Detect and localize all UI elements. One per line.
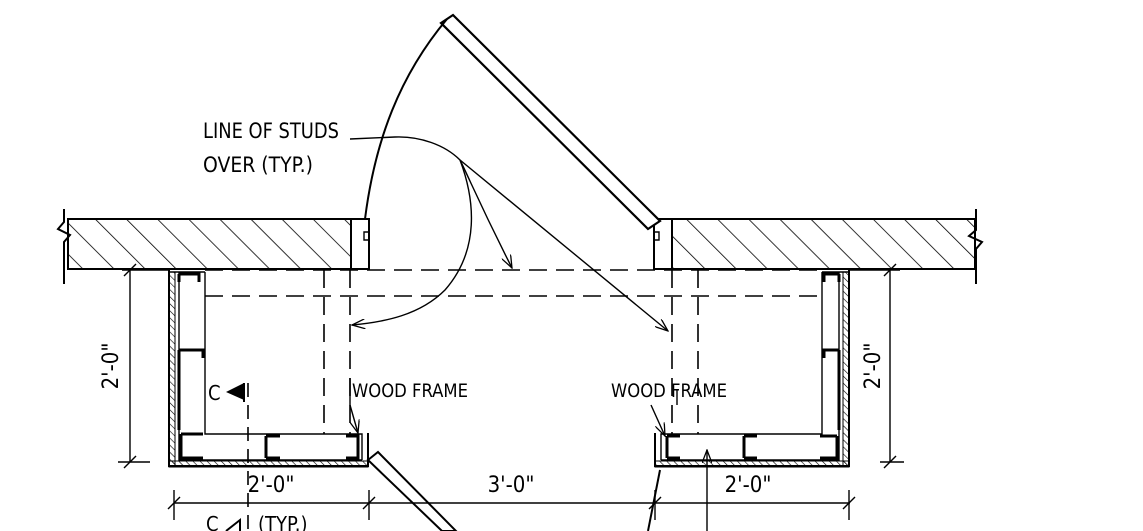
right-closet-frame — [654, 270, 850, 468]
right-door-jamb — [653, 218, 673, 270]
section-marker-bottom-label: C — [206, 512, 219, 531]
studs-leader-lines — [349, 136, 668, 331]
right-wall — [671, 209, 984, 284]
studs-note-line1: LINE OF STUDS — [203, 119, 339, 143]
section-arrow-icon — [226, 383, 244, 400]
left-wall — [56, 209, 353, 284]
right-depth-dimension — [850, 263, 904, 469]
door-leaf-open — [439, 13, 662, 231]
left-depth-dimension — [118, 263, 170, 469]
left-door-jamb — [350, 218, 370, 270]
left-depth-label: 2'-0" — [99, 343, 124, 390]
right-depth-label: 2'-0" — [861, 343, 886, 390]
door-swing-arc — [364, 18, 448, 220]
studs-note-line2: OVER (TYP.) — [203, 153, 313, 177]
section-cut-marker — [225, 383, 249, 531]
right-wall-break-line — [967, 209, 984, 284]
left-wall-break-line — [56, 209, 72, 284]
bottom-width-dimensions — [167, 490, 856, 520]
wood-frame-label-right: WOOD FRAME — [611, 380, 727, 402]
section-marker-label: C — [208, 381, 221, 405]
left-width-label: 2'-0" — [248, 473, 295, 498]
lower-door-swing-arc — [647, 469, 661, 531]
section-arrow-bottom-icon — [225, 517, 241, 531]
section-typ-label: (TYP.) — [258, 512, 307, 531]
door-opening-label: 3'-0" — [488, 473, 535, 498]
left-closet-frame — [168, 270, 369, 468]
studs-dashed-lines — [205, 269, 822, 434]
wood-frame-label-left: WOOD FRAME — [352, 380, 468, 402]
right-width-label: 2'-0" — [725, 473, 772, 498]
wood-frame-leader-lines — [349, 378, 707, 531]
lower-door-leaf — [366, 450, 458, 531]
